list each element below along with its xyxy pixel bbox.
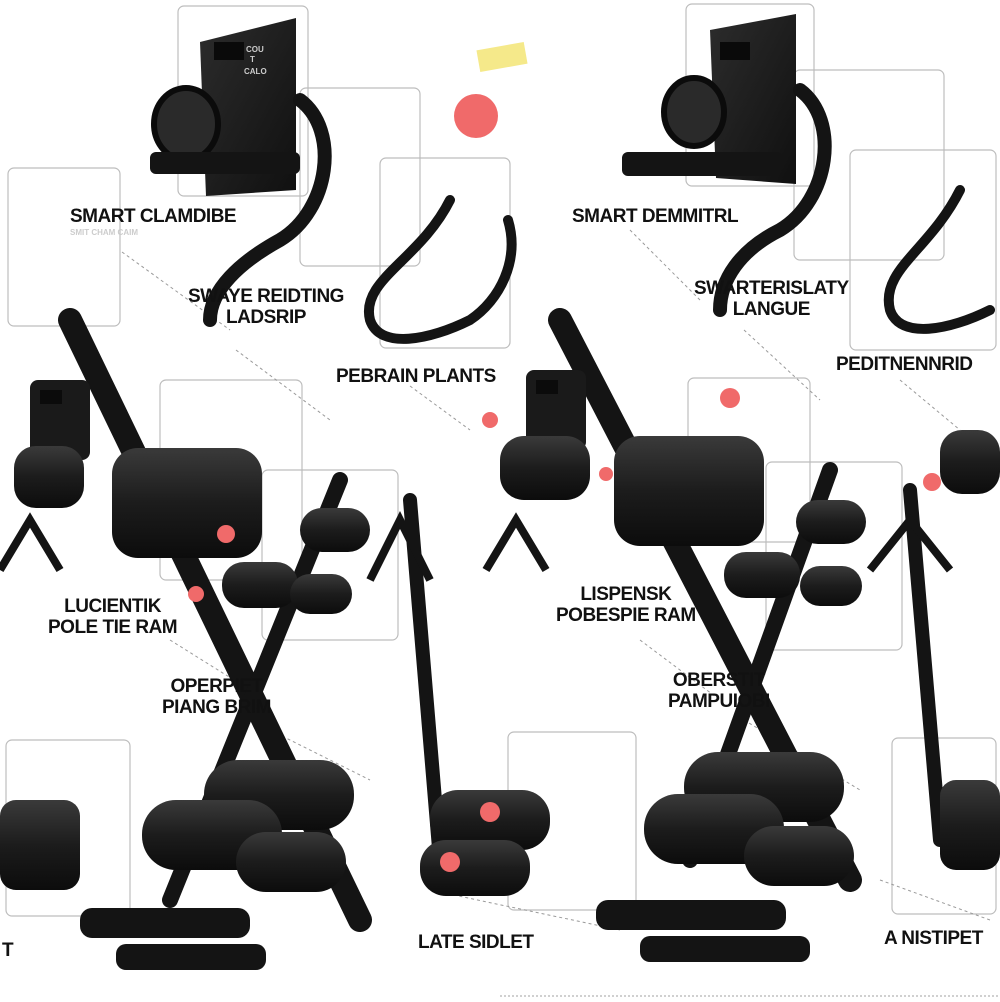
callout-right-handle: SWARTERISLATY LANGUE <box>694 278 849 320</box>
monitor-label-time: T <box>250 55 255 64</box>
monitor-label-count: COU <box>246 45 264 54</box>
callout-center-base: LATE SIDLET <box>418 932 534 953</box>
callout-right-seat-line-1: LISPENSK <box>580 584 672 605</box>
left-seat-pad <box>112 448 262 558</box>
callout-left-seat-line-1: LUCIENTIK <box>64 596 161 617</box>
callout-left-handle-line-2: LADSRIP <box>226 307 306 328</box>
callout-right-seat-line-2: POBESPIE RAM <box>556 605 696 626</box>
callout-left-knee-line-1: OPERPIET <box>170 676 263 697</box>
callout-left-handle-line-1: SWAYE REIDTING <box>188 286 344 307</box>
callout-left-seat: LUCIENTIK POLE TIE RAM <box>48 596 178 638</box>
callout-right-base: A NISTIPET <box>884 928 983 949</box>
frame-rails <box>0 511 954 582</box>
right-ab-machine <box>420 14 1000 962</box>
right-seat-pad <box>614 436 764 546</box>
callout-right-knee: OBERSTIT PAMPUIOBI <box>668 670 770 712</box>
left-base-feet <box>80 908 250 938</box>
callout-right-knee-line-2: PAMPUIOBI <box>668 691 770 712</box>
left-ab-machine: COU T CALO <box>0 18 528 970</box>
callout-right-knee-line-1: OBERSTIT <box>672 670 766 691</box>
callout-left-cable: PEBRAIN PLANTS <box>336 366 496 387</box>
monitor-label-calorie: CALO <box>244 67 267 76</box>
right-handle-loop <box>713 83 832 317</box>
right-base-feet <box>596 900 786 930</box>
callout-left-monitor-sub: SMIT CHAM CAIM <box>70 228 138 237</box>
callout-right-cable: PEDITNENNRID <box>836 354 973 375</box>
left-handle-loop <box>203 93 332 327</box>
callout-right-seat: LISPENSK POBESPIE RAM <box>556 584 696 626</box>
callout-left-base: T <box>2 940 14 961</box>
callout-left-knee-line-2: PIANG BRIM <box>162 697 272 718</box>
callout-left-handle: SWAYE REIDTING LADSRIP <box>188 286 344 328</box>
callout-left-monitor: SMART CLAMDIBE <box>70 206 237 227</box>
right-monitor-console <box>622 14 796 184</box>
callout-left-knee: OPERPIET PIANG BRIM <box>162 676 272 718</box>
callout-left-seat-line-2: POLE TIE RAM <box>48 617 178 638</box>
callout-right-monitor: SMART DEMMITRL <box>572 206 739 227</box>
left-monitor-console: COU T CALO <box>150 18 300 196</box>
callout-right-handle-line-2: LANGUE <box>732 299 811 320</box>
callout-right-handle-line-1: SWARTERISLATY <box>694 278 849 299</box>
